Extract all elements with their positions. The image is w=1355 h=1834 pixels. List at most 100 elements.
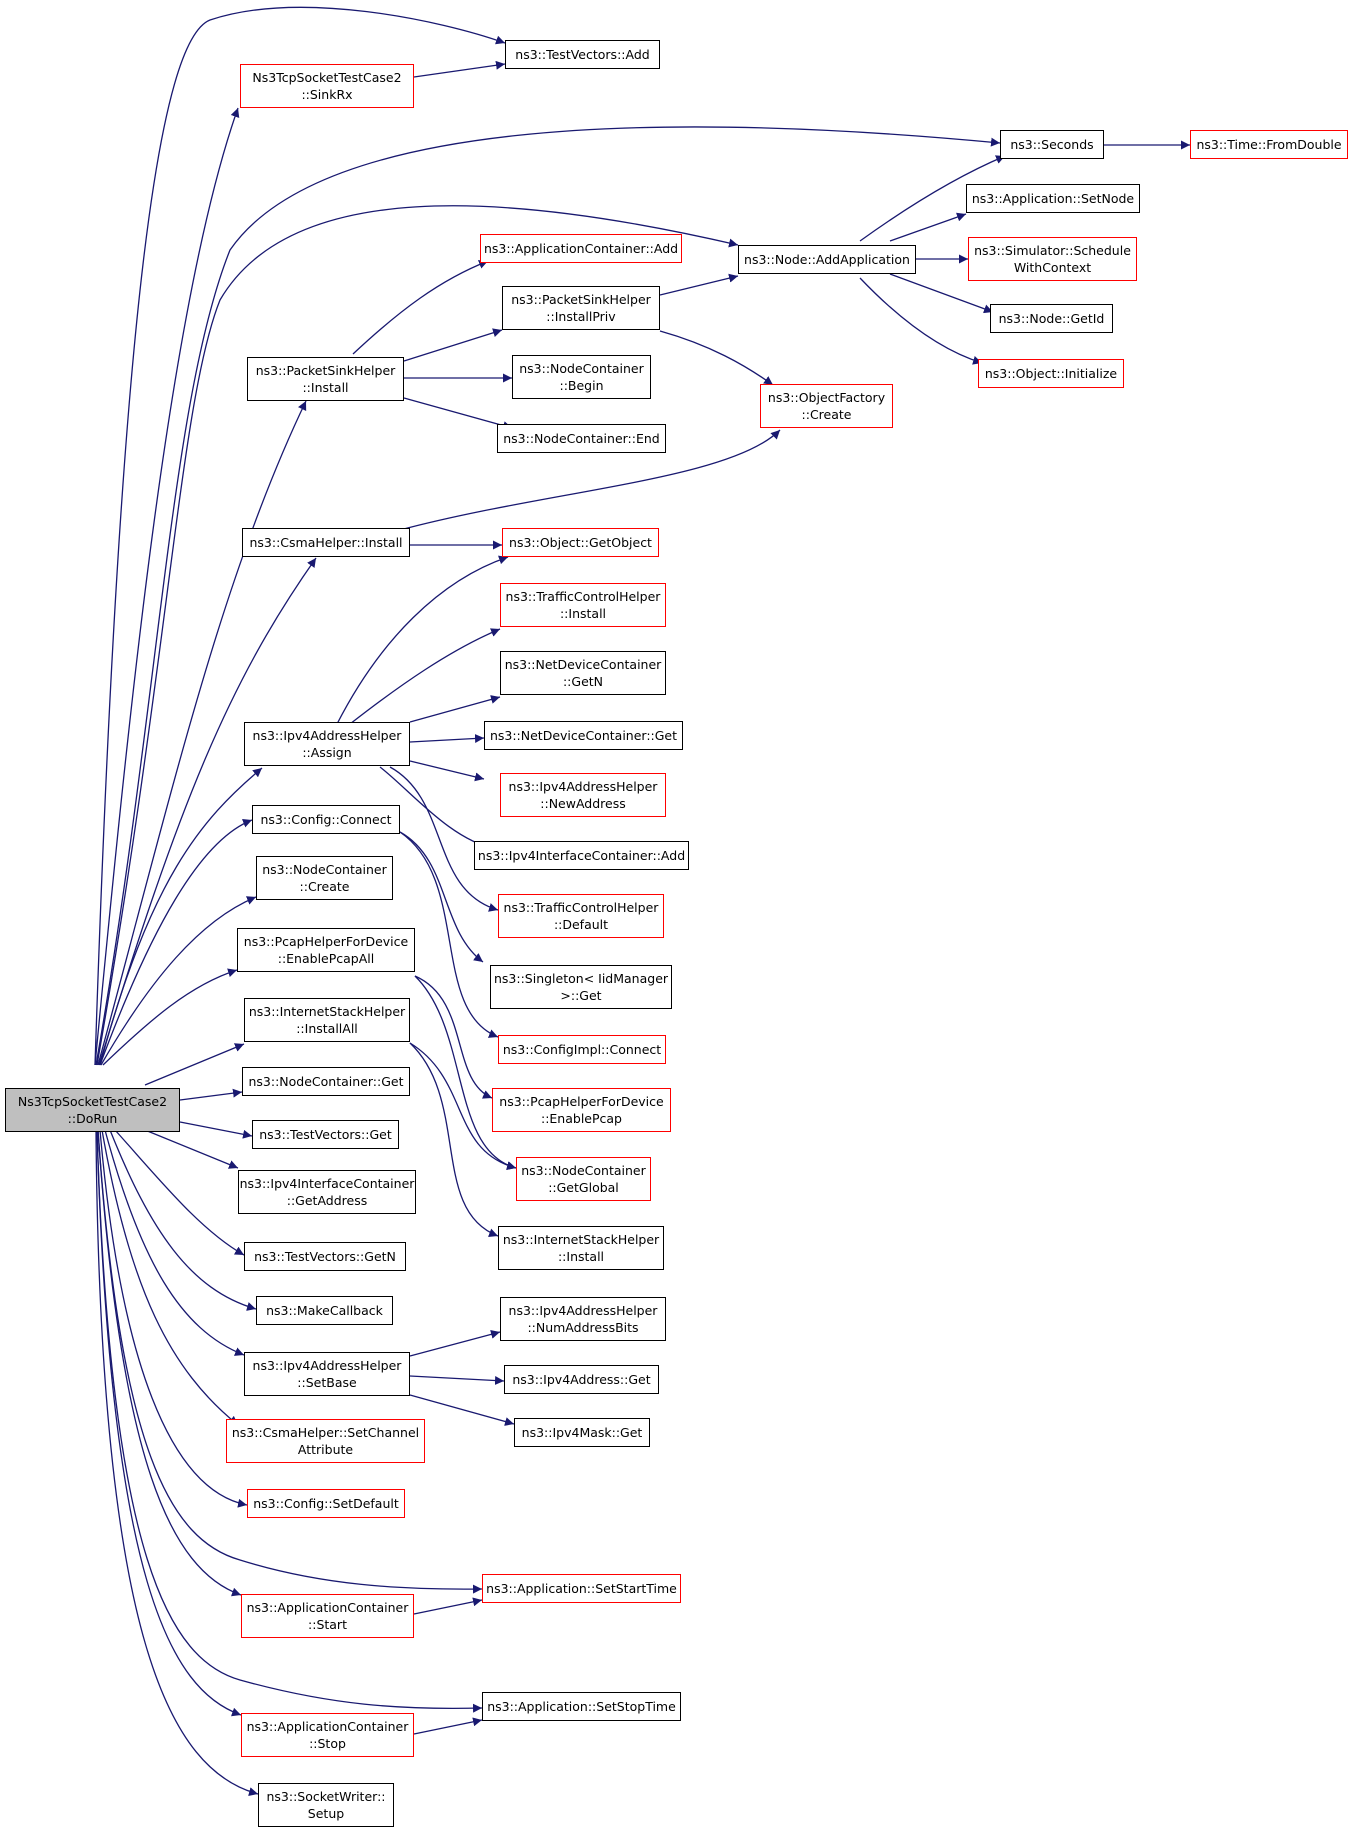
node-iic-add-line1: ns3::Ipv4InterfaceContainer::Add <box>477 848 686 863</box>
node-addapp[interactable]: ns3::Node::AddApplication <box>738 245 916 274</box>
node-getid[interactable]: ns3::Node::GetId <box>990 304 1113 333</box>
edge-phfd-enableall-phfd-enable <box>414 975 493 1099</box>
node-ac-start[interactable]: ns3::ApplicationContainer::Start <box>241 1594 414 1638</box>
node-singleton-get[interactable]: ns3::Singleton< IidManager>::Get <box>490 965 672 1009</box>
node-nc-getglobal[interactable]: ns3::NodeContainer::GetGlobal <box>516 1157 651 1201</box>
node-cfg-setdefault[interactable]: ns3::Config::SetDefault <box>247 1489 405 1518</box>
edge-root-nc-create <box>100 896 257 1066</box>
node-ipv4addr-get[interactable]: ns3::Ipv4Address::Get <box>504 1365 659 1394</box>
node-cfgimpl-connect[interactable]: ns3::ConfigImpl::Connect <box>498 1035 666 1064</box>
node-ac-stop[interactable]: ns3::ApplicationContainer::Stop <box>241 1713 414 1757</box>
node-setstoptime[interactable]: ns3::Application::SetStopTime <box>482 1692 681 1721</box>
node-phfd-enableall[interactable]: ns3::PcapHelperForDevice::EnablePcapAll <box>237 928 415 972</box>
node-tv-add[interactable]: ns3::TestVectors::Add <box>505 40 660 69</box>
node-iic-getaddress[interactable]: ns3::Ipv4InterfaceContainer::GetAddress <box>238 1170 416 1214</box>
node-seconds-line1: ns3::Seconds <box>1010 137 1094 152</box>
node-psh-install-line2: ::Install <box>302 380 349 395</box>
node-seconds[interactable]: ns3::Seconds <box>1000 130 1104 159</box>
node-sw-setup-line1: ns3::SocketWriter:: <box>266 1789 386 1804</box>
node-iic-add[interactable]: ns3::Ipv4InterfaceContainer::Add <box>474 841 689 870</box>
node-tch-install[interactable]: ns3::TrafficControlHelper::Install <box>500 583 666 627</box>
node-setnode[interactable]: ns3::Application::SetNode <box>966 184 1140 213</box>
edge-addapp-seconds <box>859 155 1006 242</box>
node-sinkrx[interactable]: Ns3TcpSocketTestCase2::SinkRx <box>240 64 414 108</box>
edge-csma-install-of-create <box>399 429 781 531</box>
node-ipv4addr-get-line1: ns3::Ipv4Address::Get <box>512 1372 651 1387</box>
node-numaddrbits[interactable]: ns3::Ipv4AddressHelper::NumAddressBits <box>500 1297 666 1341</box>
edge-installpriv-addapp <box>659 273 739 296</box>
node-root[interactable]: Ns3TcpSocketTestCase2::DoRun <box>5 1088 180 1132</box>
node-sw-setup-line2: Setup <box>307 1806 345 1821</box>
node-sinkrx-line2: ::SinkRx <box>301 87 353 102</box>
node-ipv4mask-get[interactable]: ns3::Ipv4Mask::Get <box>514 1418 650 1447</box>
node-newaddress-line2: ::NewAddress <box>540 796 626 811</box>
node-nc-create[interactable]: ns3::NodeContainer::Create <box>256 856 393 900</box>
node-nc-create-line1: ns3::NodeContainer <box>262 862 387 877</box>
edge-root-makecallback <box>109 1129 257 1311</box>
edge-installpriv-of-create <box>659 330 774 386</box>
node-cfg-setdefault-line1: ns3::Config::SetDefault <box>253 1496 399 1511</box>
node-makecallback[interactable]: ns3::MakeCallback <box>256 1296 393 1325</box>
edge-assign-getobject <box>336 555 509 725</box>
edge-root-seconds <box>95 126 1001 1066</box>
node-makecallback-line1: ns3::MakeCallback <box>266 1303 383 1318</box>
node-sinkrx-line1: Ns3TcpSocketTestCase2 <box>252 70 402 85</box>
edge-ish-installall-ish-install <box>409 1042 499 1237</box>
node-of-create[interactable]: ns3::ObjectFactory::Create <box>760 384 893 428</box>
node-psh-install[interactable]: ns3::PacketSinkHelper::Install <box>247 357 404 401</box>
node-csma-install[interactable]: ns3::CsmaHelper::Install <box>242 528 410 557</box>
node-getobject[interactable]: ns3::Object::GetObject <box>502 528 659 557</box>
edge-root-tv-get <box>179 1121 253 1139</box>
node-assign[interactable]: ns3::Ipv4AddressHelper::Assign <box>244 722 410 766</box>
node-setbase[interactable]: ns3::Ipv4AddressHelper::SetBase <box>244 1352 410 1396</box>
edge-root-assign <box>99 767 263 1066</box>
node-fromdouble-line1: ns3::Time::FromDouble <box>1196 137 1342 152</box>
node-installpriv[interactable]: ns3::PacketSinkHelper::InstallPriv <box>502 286 660 330</box>
node-ish-installall[interactable]: ns3::InternetStackHelper::InstallAll <box>244 998 410 1042</box>
node-tch-default[interactable]: ns3::TrafficControlHelper::Default <box>498 894 664 938</box>
node-setstarttime[interactable]: ns3::Application::SetStartTime <box>482 1574 681 1603</box>
node-getobject-line1: ns3::Object::GetObject <box>509 535 652 550</box>
node-ish-installall-line2: ::InstallAll <box>296 1021 358 1036</box>
node-tv-add-line1: ns3::TestVectors::Add <box>515 47 650 62</box>
edge-setbase-ipv4addr-get <box>409 1375 505 1386</box>
node-phfd-enable-line2: ::EnablePcap <box>540 1111 622 1126</box>
node-nc-end[interactable]: ns3::NodeContainer::End <box>497 424 666 453</box>
node-nc-begin[interactable]: ns3::NodeContainer::Begin <box>512 355 651 399</box>
node-setstarttime-line1: ns3::Application::SetStartTime <box>486 1581 677 1596</box>
node-iic-getaddress-line2: ::GetAddress <box>286 1193 368 1208</box>
node-setstoptime-line1: ns3::Application::SetStopTime <box>487 1699 676 1714</box>
node-phfd-enable[interactable]: ns3::PcapHelperForDevice::EnablePcap <box>492 1088 671 1132</box>
edge-root-cfg-setdefault <box>99 1129 248 1508</box>
node-ndc-getn[interactable]: ns3::NetDeviceContainer::GetN <box>500 651 666 695</box>
node-fromdouble[interactable]: ns3::Time::FromDouble <box>1190 130 1348 159</box>
node-newaddress[interactable]: ns3::Ipv4AddressHelper::NewAddress <box>500 773 666 817</box>
node-appcont-add[interactable]: ns3::ApplicationContainer::Add <box>480 234 682 263</box>
node-tv-get[interactable]: ns3::TestVectors::Get <box>252 1120 399 1149</box>
node-setbase-line2: ::SetBase <box>297 1375 357 1390</box>
edge-psh-install-appcont-add <box>352 260 489 355</box>
edge-cfg-connect-cfgimpl <box>399 831 499 1038</box>
node-iic-getaddress-line1: ns3::Ipv4InterfaceContainer <box>239 1176 415 1191</box>
node-cfg-connect[interactable]: ns3::Config::Connect <box>252 805 400 834</box>
edge-setbase-numaddrbits <box>409 1329 501 1357</box>
node-ndc-get[interactable]: ns3::NetDeviceContainer::Get <box>484 721 683 750</box>
node-appcont-add-line1: ns3::ApplicationContainer::Add <box>483 241 679 256</box>
edge-root-tv-getn <box>114 1129 245 1256</box>
node-assign-line2: ::Assign <box>302 745 352 760</box>
node-ish-install[interactable]: ns3::InternetStackHelper::Install <box>498 1226 664 1270</box>
edge-root-setbase <box>104 1129 245 1356</box>
node-addapp-line1: ns3::Node::AddApplication <box>744 252 910 267</box>
node-tv-getn[interactable]: ns3::TestVectors::GetN <box>244 1242 406 1271</box>
node-psh-install-line1: ns3::PacketSinkHelper <box>255 363 396 378</box>
node-nc-get-line1: ns3::NodeContainer::Get <box>248 1074 404 1089</box>
node-nc-get[interactable]: ns3::NodeContainer::Get <box>242 1067 410 1096</box>
node-assign-line1: ns3::Ipv4AddressHelper <box>252 728 402 743</box>
node-root-line1: Ns3TcpSocketTestCase2 <box>17 1094 168 1109</box>
node-initialize[interactable]: ns3::Object::Initialize <box>978 359 1124 388</box>
edge-root-tv-add <box>94 6 506 1066</box>
node-sw-setup[interactable]: ns3::SocketWriter::Setup <box>258 1783 394 1827</box>
